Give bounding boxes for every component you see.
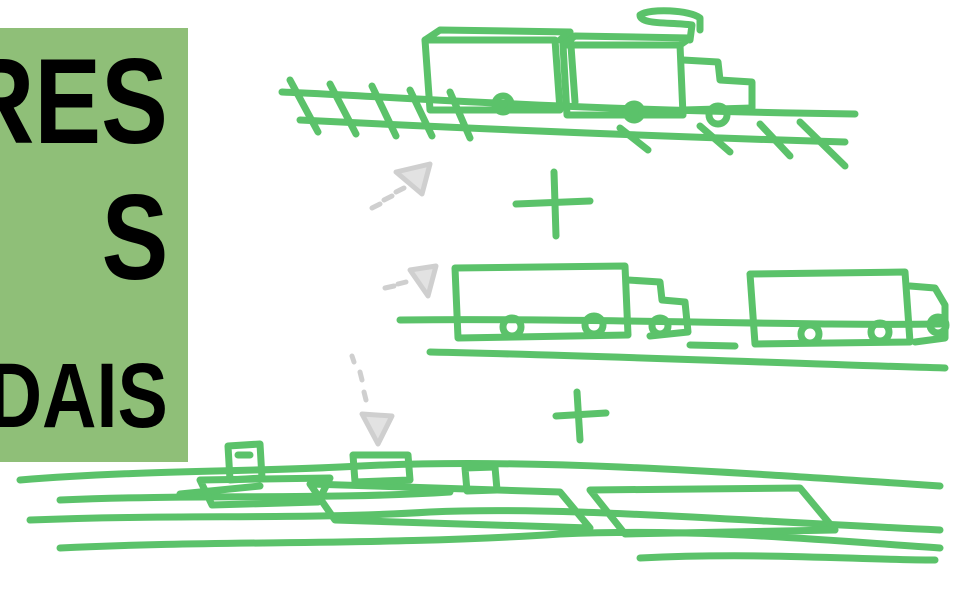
truck-icon (455, 266, 688, 338)
plus-icon (556, 392, 606, 440)
train-icon (282, 11, 855, 166)
water-icon (20, 463, 940, 560)
truck-icon (750, 272, 946, 344)
plus-icon (516, 172, 590, 236)
arrow-icon (352, 164, 436, 444)
